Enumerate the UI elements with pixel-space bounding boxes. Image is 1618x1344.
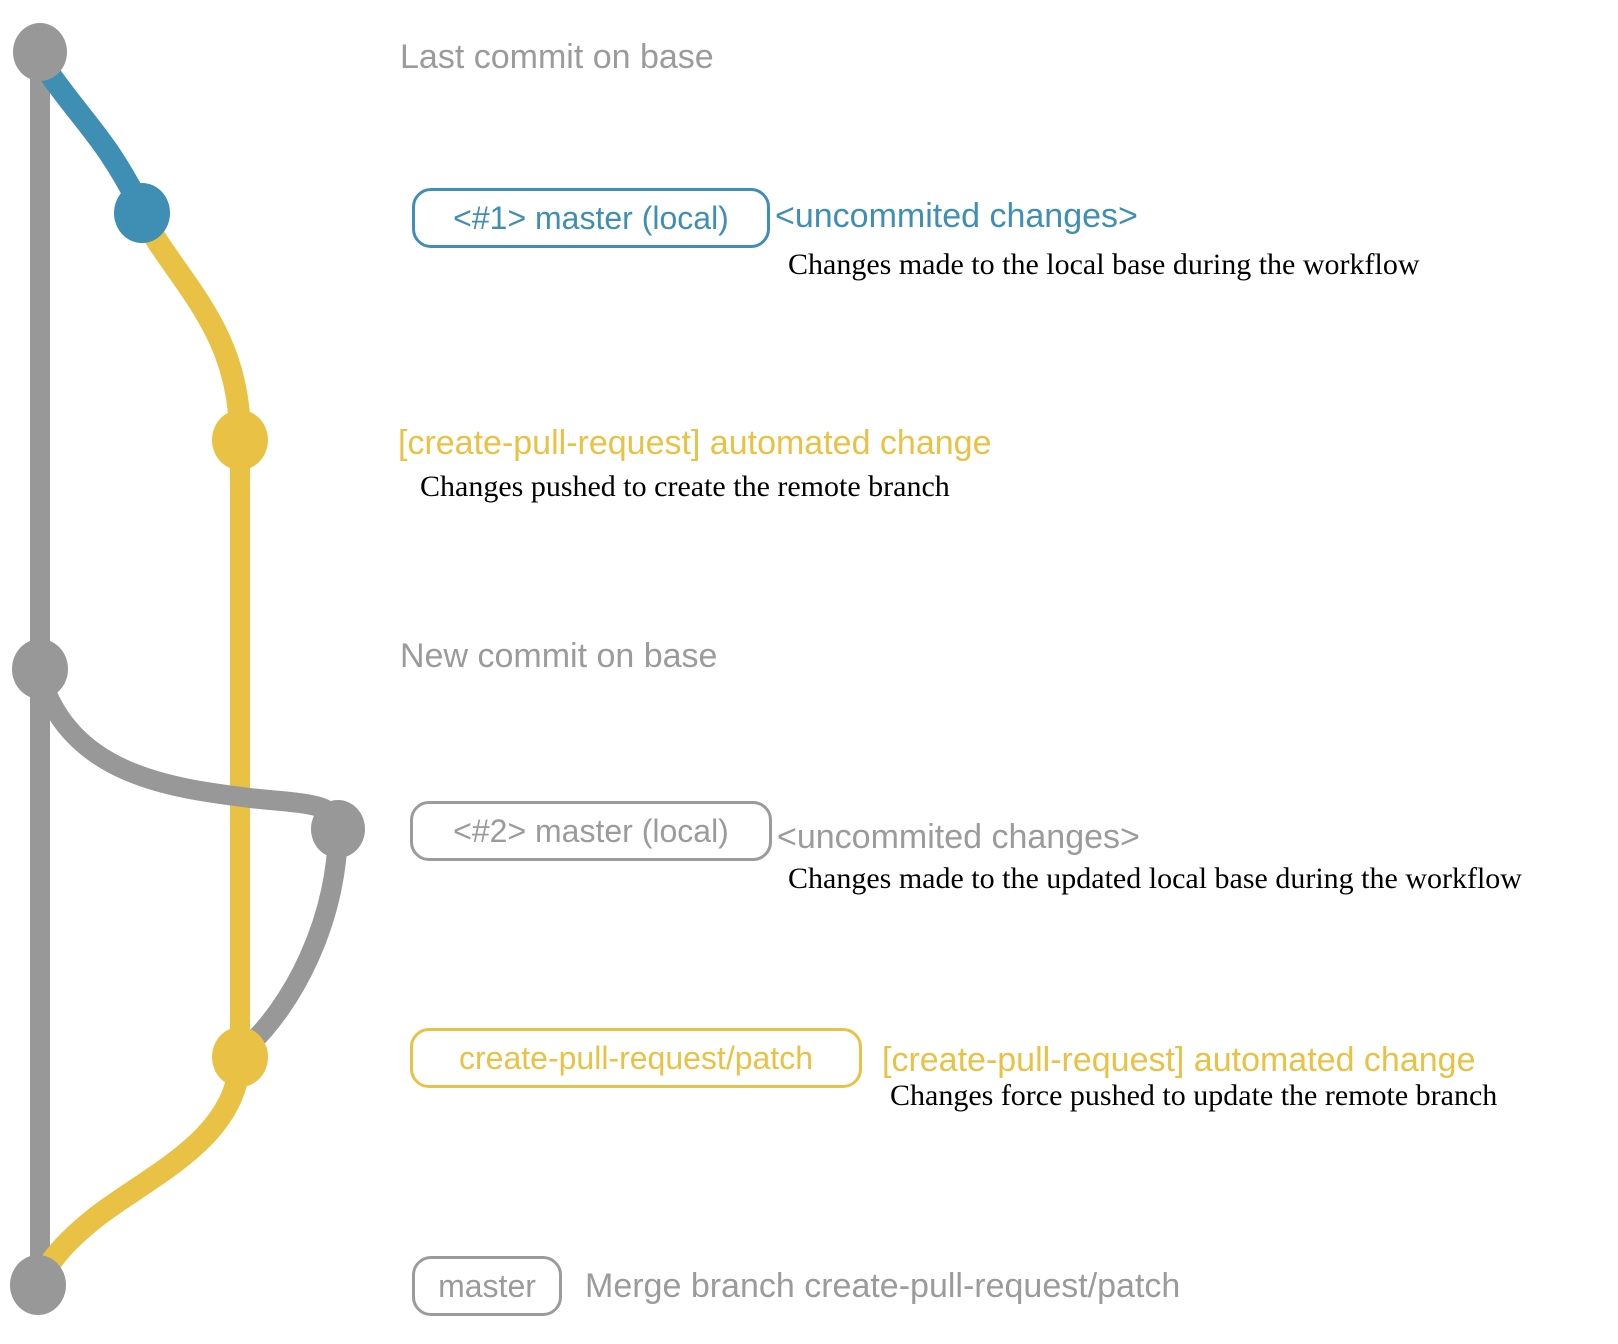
note-local-changes-1: Changes made to the local base during th… xyxy=(788,248,1420,281)
commit-message-uncommitted-2: <uncommited changes> xyxy=(777,818,1140,856)
commit-dot-local-2 xyxy=(311,800,365,858)
branch-ref-master-local-1: <#1> master (local) xyxy=(412,188,770,248)
note-force-push-remote: Changes force pushed to update the remot… xyxy=(890,1079,1498,1112)
local-branch-2-curve xyxy=(30,665,350,836)
branch-ref-label: create-pull-request/patch xyxy=(459,1039,813,1076)
commit-dot-local-1 xyxy=(114,183,170,243)
local-branch-1-curve xyxy=(29,49,153,221)
commit-dot-merge xyxy=(10,1255,66,1315)
branch-ref-label: <#1> master (local) xyxy=(453,199,729,236)
push-curve-1 xyxy=(131,205,251,448)
branch-ref-create-pull-request-patch: create-pull-request/patch xyxy=(410,1028,862,1088)
commit-dot-remote-1 xyxy=(212,410,268,470)
commit-dot-new-base xyxy=(12,639,68,699)
branch-ref-master-local-2: <#2> master (local) xyxy=(410,801,772,861)
commit-dot-last-base xyxy=(13,23,67,81)
label-last-commit-on-base: Last commit on base xyxy=(400,38,714,76)
note-local-changes-2: Changes made to the updated local base d… xyxy=(788,862,1522,895)
commit-message-uncommitted-1: <uncommited changes> xyxy=(775,197,1138,235)
force-push-curve xyxy=(232,822,348,1062)
note-push-remote-1: Changes pushed to create the remote bran… xyxy=(420,470,950,503)
branch-ref-label: <#2> master (local) xyxy=(453,812,729,849)
commit-message-merge: Merge branch create-pull-request/patch xyxy=(585,1267,1181,1305)
commit-message-automated-change-1: [create-pull-request] automated change xyxy=(398,424,992,462)
label-new-commit-on-base: New commit on base xyxy=(400,637,718,675)
branch-ref-label: master xyxy=(438,1267,536,1304)
branch-ref-master: master xyxy=(412,1256,562,1316)
merge-curve xyxy=(29,1049,251,1293)
commit-dot-remote-2 xyxy=(212,1027,268,1087)
commit-message-automated-change-2: [create-pull-request] automated change xyxy=(882,1041,1476,1079)
